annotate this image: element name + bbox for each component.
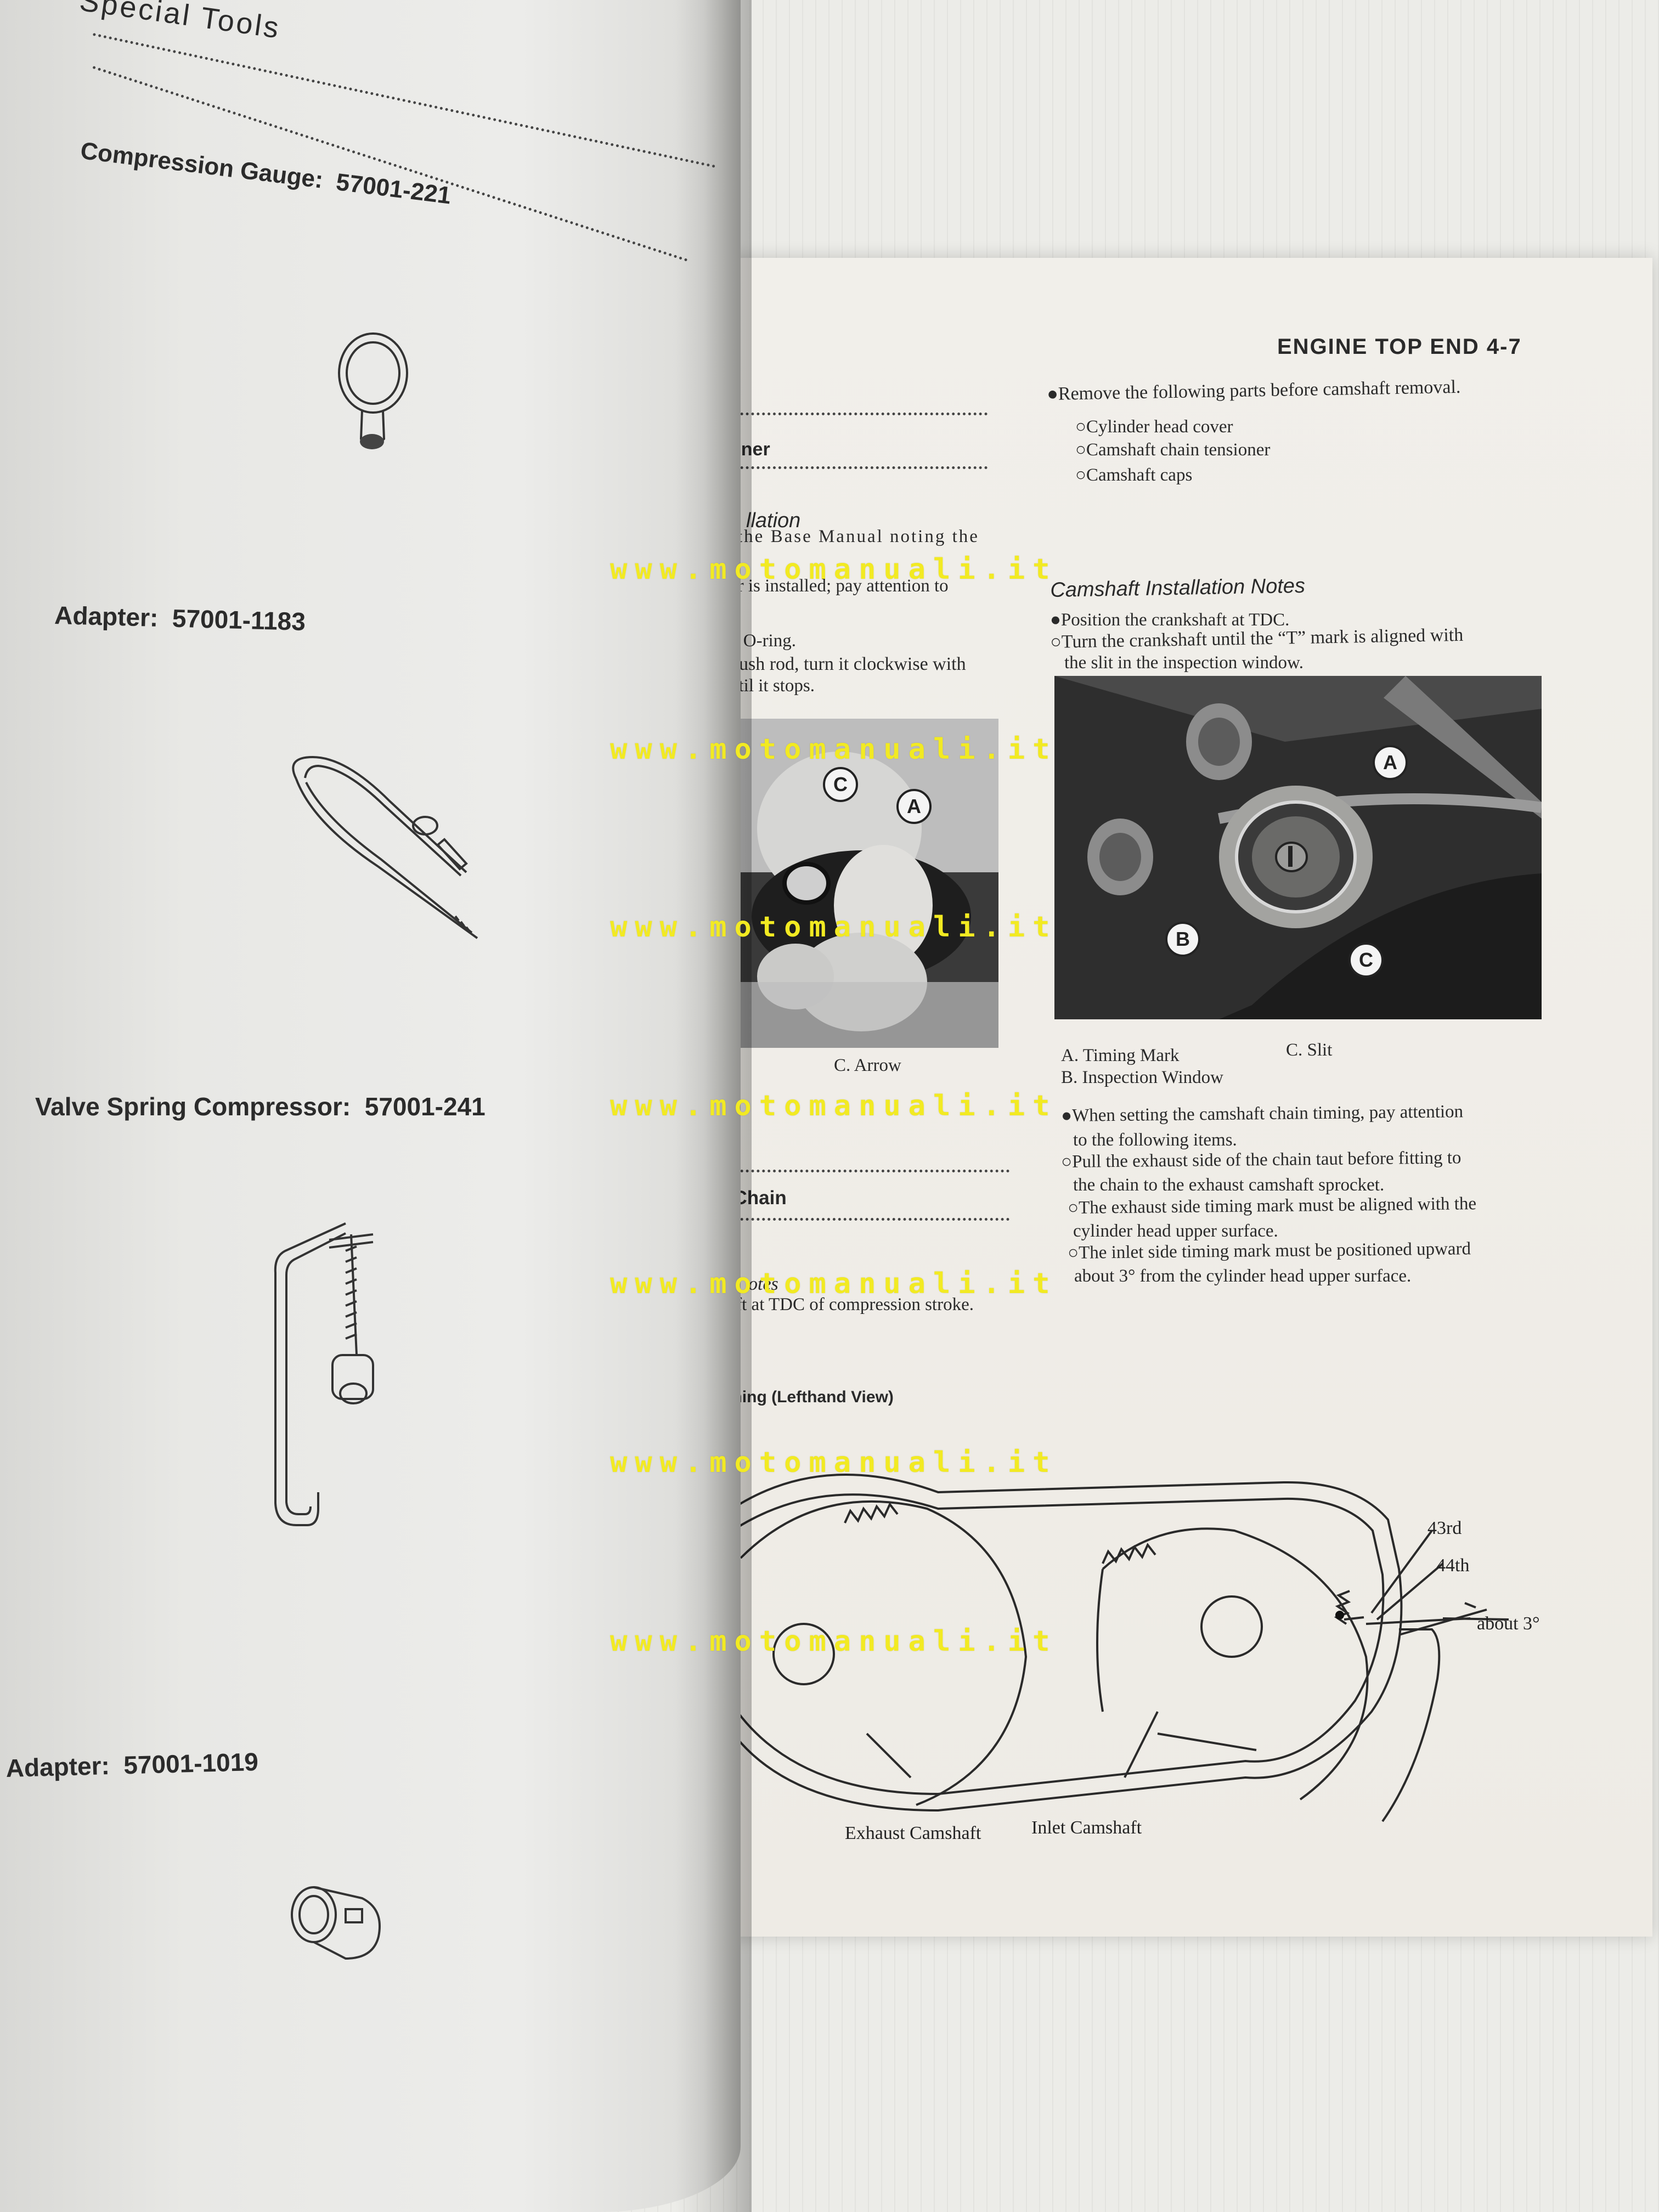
note-line: ●When setting the camshaft chain timing,… xyxy=(1061,1102,1464,1126)
body-line: the Base Manual noting the xyxy=(737,527,979,546)
inspection-window-photo xyxy=(1054,676,1542,1019)
note-line: ○The inlet side timing mark must be posi… xyxy=(1068,1239,1471,1263)
tool-label: Valve Spring Compressor: 57001-241 xyxy=(35,1092,486,1121)
tensioner-photo xyxy=(724,719,998,1048)
left-page xyxy=(0,0,741,2212)
camshaft-timing-diagram: 43rd 44th about 3° Exhaust Camshaft Inle… xyxy=(718,1474,1540,1843)
watermark: www.motomanuali.it xyxy=(610,1446,1058,1479)
figure-caption: C. Arrow xyxy=(834,1056,901,1075)
hose-adapter-icon xyxy=(292,755,478,939)
tensioner-photo-art xyxy=(724,719,998,1048)
watermark: www.motomanuali.it xyxy=(610,553,1058,586)
watermark: www.motomanuali.it xyxy=(610,733,1058,766)
figure-caption: A. Timing Mark xyxy=(1061,1046,1180,1065)
notes-heading: otes xyxy=(748,1274,778,1294)
valve-spring-compressor-icon xyxy=(274,1222,374,1526)
note-line: cylinder head upper surface. xyxy=(1073,1221,1278,1241)
watermark: www.motomanuali.it xyxy=(610,1625,1058,1658)
callout-a: A xyxy=(896,789,932,824)
note-line: to the following items. xyxy=(1073,1130,1237,1150)
note-line: about 3° from the cylinder head upper su… xyxy=(1074,1266,1412,1286)
note-line: ○The exhaust side timing mark must be al… xyxy=(1068,1194,1477,1218)
left-page-shadow xyxy=(675,0,752,2212)
divider xyxy=(724,1170,1009,1172)
label-43rd: 43rd xyxy=(1427,1518,1462,1538)
parts-item: ○Cylinder head cover xyxy=(1075,417,1233,437)
watermark: www.motomanuali.it xyxy=(610,911,1058,944)
parts-item: ○Camshaft caps xyxy=(1075,465,1193,485)
step-line: the slit in the inspection window. xyxy=(1064,653,1304,673)
body-line: ntil it stops. xyxy=(730,676,815,696)
parts-item: ○Camshaft chain tensioner xyxy=(1075,440,1271,460)
body-line: d O-ring. xyxy=(730,631,796,651)
figure-caption: B. Inspection Window xyxy=(1061,1068,1223,1087)
body-line: haft at TDC of compression stroke. xyxy=(719,1295,974,1314)
body-line: er is installed; pay attention to xyxy=(730,576,949,596)
divider xyxy=(724,1218,1009,1221)
watermark: www.motomanuali.it xyxy=(610,1090,1058,1122)
page-header: ENGINE TOP END 4-7 xyxy=(1277,335,1522,359)
label-exhaust-camshaft: Exhaust Camshaft xyxy=(845,1823,981,1843)
callout-a: A xyxy=(1373,745,1408,780)
divider xyxy=(724,413,988,415)
callout-b: B xyxy=(1165,922,1200,957)
step-line: ●Position the crankshaft at TDC. xyxy=(1050,610,1290,630)
figure-title: Timing (Lefthand View) xyxy=(713,1388,894,1406)
section-heading: llation xyxy=(746,509,801,532)
body-line: push rod, turn it clockwise with xyxy=(730,654,966,674)
label-44th: 44th xyxy=(1436,1555,1469,1576)
label-inlet-camshaft: Inlet Camshaft xyxy=(1031,1818,1142,1838)
watermark: www.motomanuali.it xyxy=(610,1267,1058,1300)
note-line: the chain to the exhaust camshaft sprock… xyxy=(1073,1175,1385,1195)
figure-caption: C. Slit xyxy=(1286,1040,1333,1060)
inspection-window-photo-art xyxy=(1054,676,1542,1019)
callout-c: C xyxy=(823,767,858,802)
note-line: ○Pull the exhaust side of the chain taut… xyxy=(1061,1148,1462,1172)
label-about-3deg: about 3° xyxy=(1477,1613,1540,1634)
callout-c: C xyxy=(1348,943,1384,978)
compression-gauge-icon xyxy=(338,332,408,449)
divider xyxy=(724,466,988,469)
section-title: Camshaft Installation Notes xyxy=(1050,574,1306,602)
cylinder-adapter-icon xyxy=(291,1886,381,1960)
right-page xyxy=(708,258,1652,1937)
